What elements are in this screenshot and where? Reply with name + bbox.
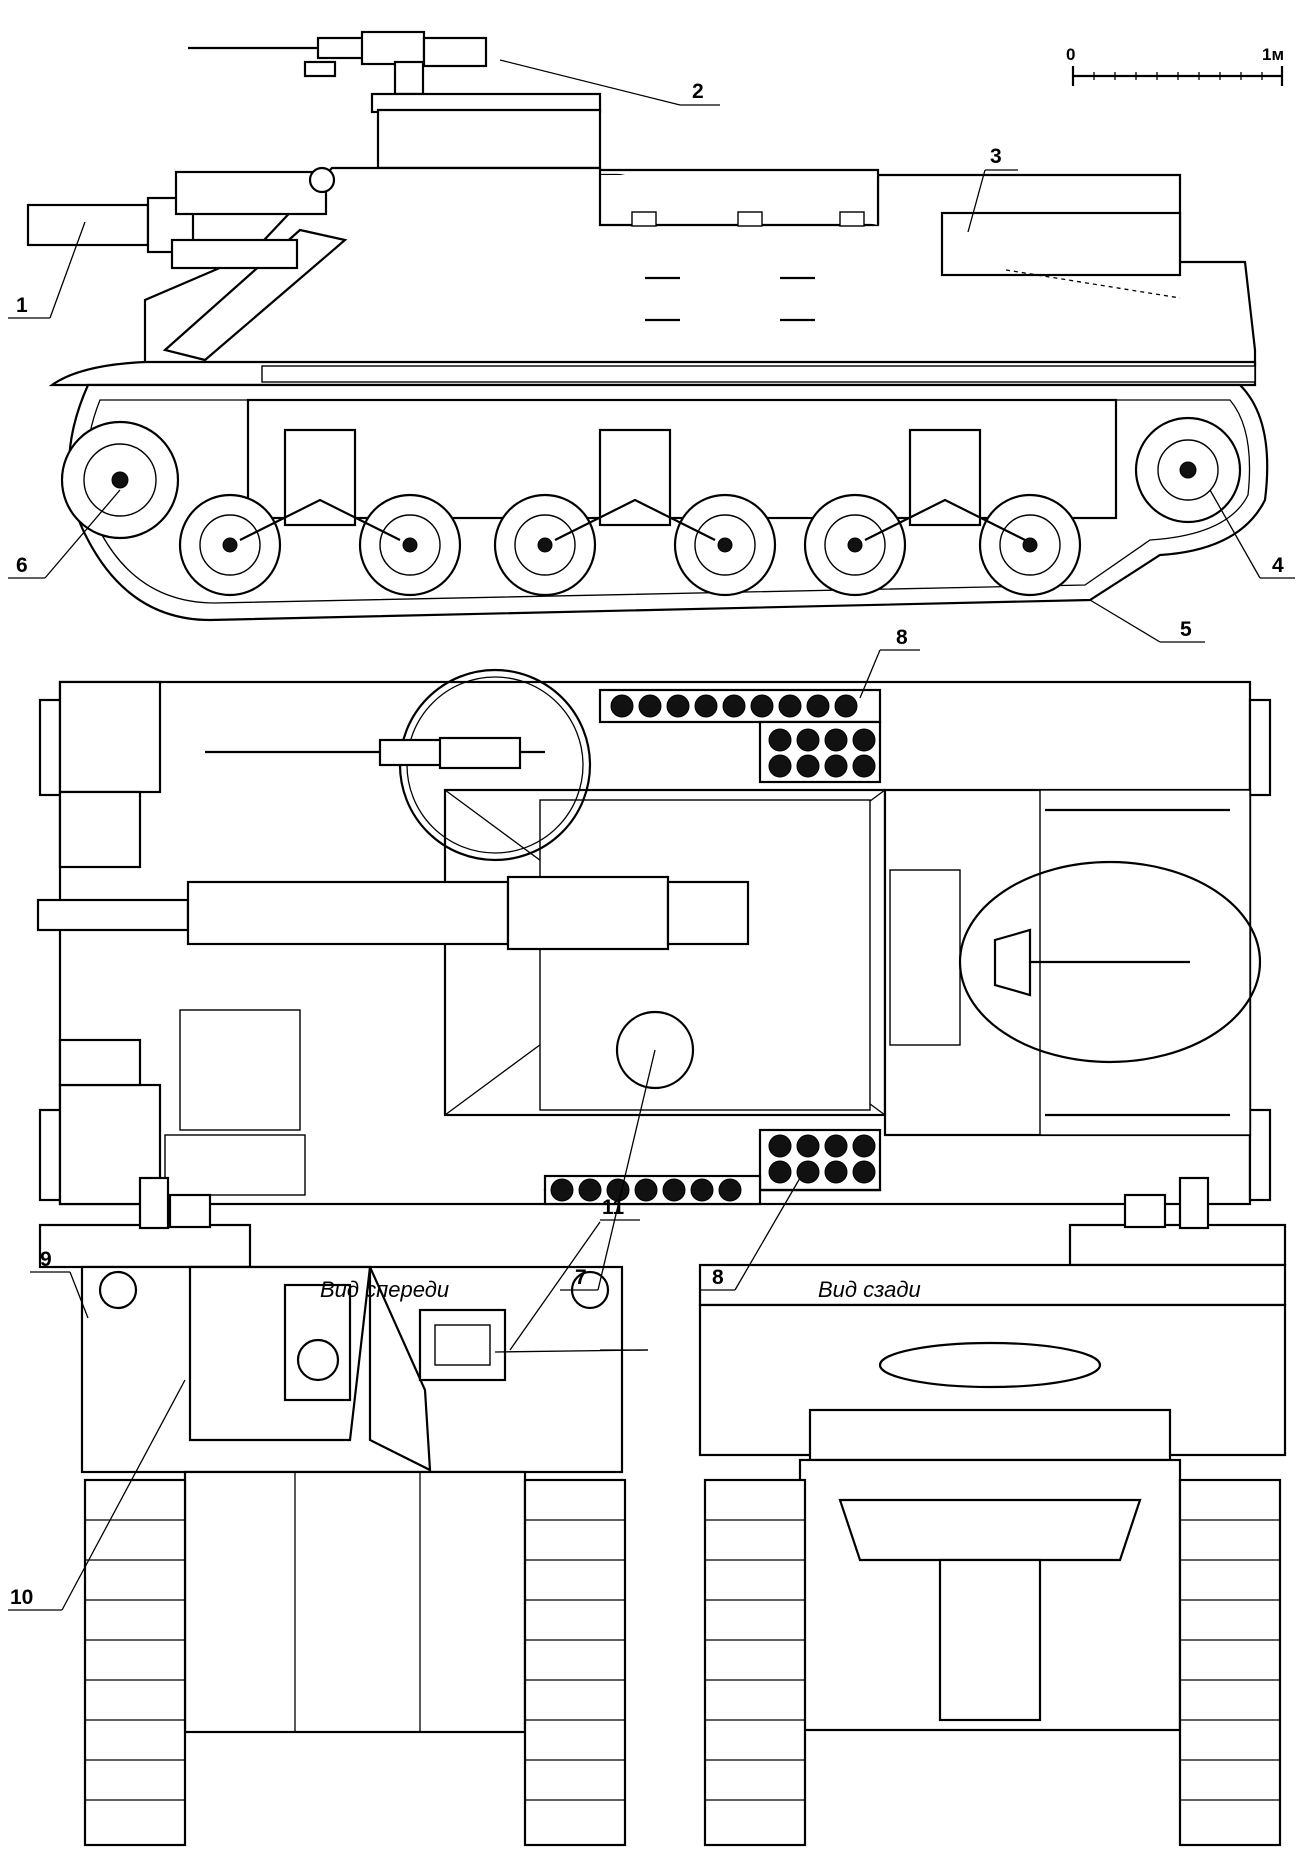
track-left-rear xyxy=(703,1478,807,1847)
front-view xyxy=(38,1176,627,1847)
top-view xyxy=(36,668,1272,1206)
callout-11: 11 xyxy=(602,1196,625,1219)
callout-2: 2 xyxy=(692,80,704,103)
scale-bar: 0 1м xyxy=(1066,45,1284,86)
callout-5: 5 xyxy=(1180,618,1192,641)
howitzer-barrel-top xyxy=(36,875,750,951)
track-right-rear xyxy=(1178,1478,1282,1847)
front-view-caption: Вид спереди xyxy=(320,1277,449,1302)
callout-6: 6 xyxy=(16,554,28,577)
machine-gun xyxy=(188,30,602,114)
road-wheels xyxy=(178,493,1082,597)
ammo-rack-upper xyxy=(598,688,882,784)
scale-start-label: 0 xyxy=(1066,45,1075,64)
engine-access-hatch xyxy=(958,860,1262,1064)
rear-view-caption: Вид сзади xyxy=(818,1277,921,1302)
callout-1: 1 xyxy=(16,294,28,317)
callouts: 1 2 3 4 5 6 7 8 8 9 xyxy=(8,59,1295,1611)
ammo-rack-lower xyxy=(543,1128,882,1206)
track-right-front xyxy=(523,1478,627,1847)
callout-8-lower: 8 xyxy=(712,1266,724,1289)
scale-end-label: 1м xyxy=(1262,45,1284,64)
callout-3: 3 xyxy=(990,145,1002,168)
callout-8-upper: 8 xyxy=(896,626,908,649)
howitzer-barrel xyxy=(26,166,336,270)
callout-4: 4 xyxy=(1272,554,1284,577)
suspension-bogies xyxy=(239,428,1026,541)
drive-sprocket xyxy=(60,420,180,540)
rear-view xyxy=(698,1176,1287,1847)
callout-7: 7 xyxy=(575,1266,587,1289)
idler-wheel xyxy=(1134,416,1242,524)
track-left-front xyxy=(83,1478,187,1847)
callout-9: 9 xyxy=(40,1248,52,1271)
side-view xyxy=(26,30,1269,622)
callout-10: 10 xyxy=(10,1586,33,1609)
